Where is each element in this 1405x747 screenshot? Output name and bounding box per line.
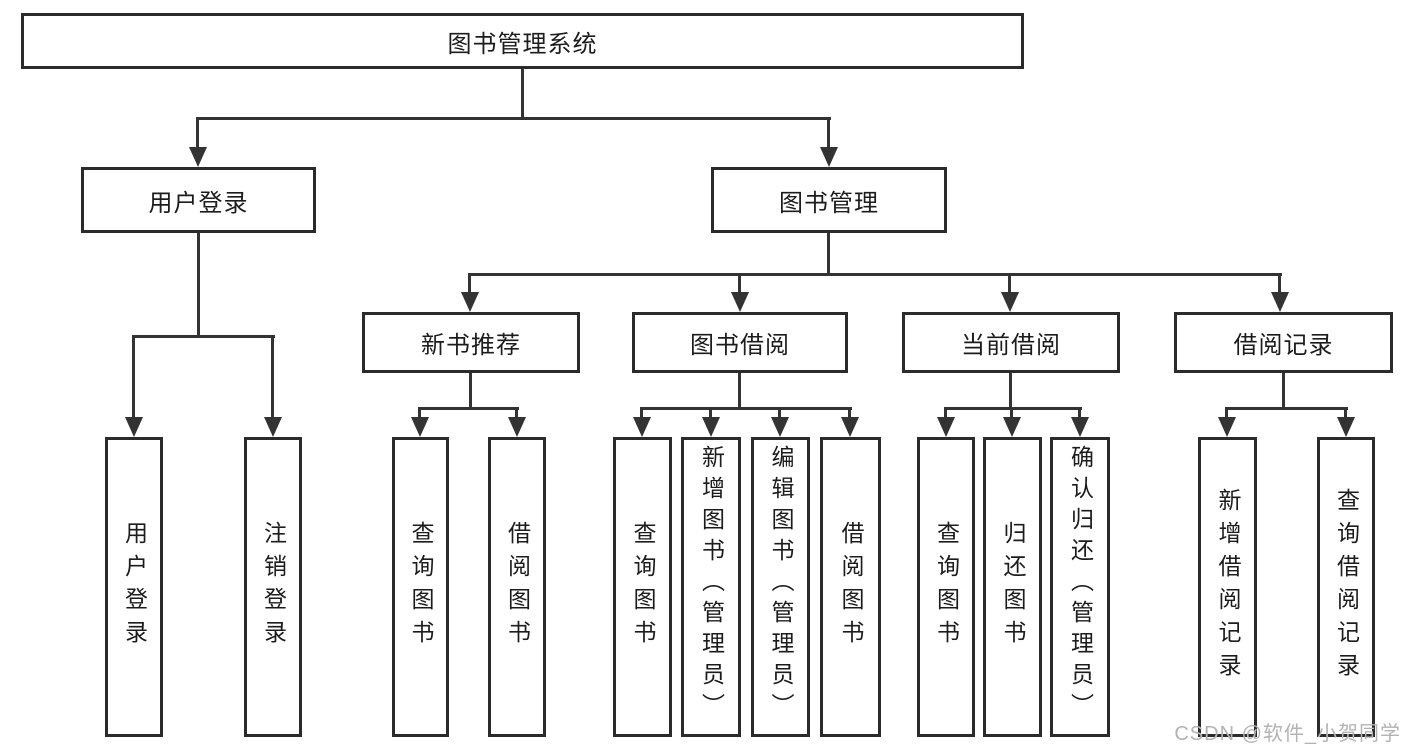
leaf-br-add-record-label: 新增借阅记录 <box>1215 488 1241 686</box>
arrow-to-book-mgmt-icon <box>827 117 830 147</box>
leaf-bb-borrow-books-label: 借阅图书 <box>838 521 864 653</box>
connector-records-stem <box>1282 373 1285 407</box>
arrow-to-user-login-icon <box>196 117 199 147</box>
node-borrow-records-label: 借阅记录 <box>1233 332 1334 359</box>
arrow-to-bb-edit-icon <box>778 407 781 417</box>
csdn-watermark: CSDN @软件_小贺同学 <box>1174 723 1401 745</box>
connector-current-stem <box>1009 373 1012 407</box>
arrow-to-bb-add-icon <box>709 407 712 417</box>
leaf-bb-edit-books-admin-label: 编辑图书（管理员） <box>768 445 794 724</box>
connector-root-rail <box>197 117 831 120</box>
arrow-to-borrow-records-icon <box>1278 273 1281 292</box>
leaf-cb-return-books-label: 归还图书 <box>1000 521 1026 653</box>
connector-login-stem <box>197 233 200 335</box>
leaf-br-query-record: 查询借阅记录 <box>1317 437 1375 737</box>
leaf-user-login-label: 用户登录 <box>121 521 148 653</box>
leaf-nb-query-books: 查询图书 <box>392 437 449 737</box>
leaf-cb-return-books: 归还图书 <box>983 437 1042 737</box>
node-book-borrow-label: 图书借阅 <box>690 332 790 359</box>
connector-current-rail <box>945 407 1082 410</box>
node-book-mgmt-label: 图书管理 <box>779 189 879 217</box>
node-new-book-recommend-label: 新书推荐 <box>421 332 521 359</box>
node-new-book-recommend: 新书推荐 <box>362 312 580 373</box>
arrow-to-br-add-icon <box>1225 407 1228 417</box>
arrow-to-cb-query-icon <box>944 407 947 417</box>
connector-mgmt-stem <box>827 233 830 273</box>
leaf-bb-add-books-admin-label: 新增图书（管理员） <box>698 445 725 724</box>
leaf-bb-query-books: 查询图书 <box>613 437 672 737</box>
arrow-to-cb-confirm-icon <box>1078 407 1081 417</box>
node-current-borrow: 当前借阅 <box>902 312 1120 373</box>
node-book-mgmt: 图书管理 <box>711 167 947 233</box>
leaf-br-add-record: 新增借阅记录 <box>1198 437 1257 737</box>
connector-borrow-stem <box>738 373 741 407</box>
leaf-bb-borrow-books: 借阅图书 <box>820 437 881 737</box>
leaf-nb-borrow-books-label: 借阅图书 <box>504 521 531 653</box>
connector-login-rail <box>133 335 275 338</box>
arrow-to-nb-query-icon <box>418 407 421 417</box>
connector-borrow-rail <box>641 407 852 410</box>
node-borrow-records: 借阅记录 <box>1174 312 1393 373</box>
connector-newbook-stem <box>469 373 472 407</box>
arrow-to-cb-return-icon <box>1010 407 1013 417</box>
arrow-to-bb-query-icon <box>640 407 643 417</box>
node-book-borrow: 图书借阅 <box>632 312 848 373</box>
leaf-user-login: 用户登录 <box>105 437 163 737</box>
leaf-bb-query-books-label: 查询图书 <box>630 521 656 653</box>
leaf-cb-confirm-return-admin-label: 确认归还（管理员） <box>1067 445 1094 724</box>
connector-newbook-rail <box>419 407 519 410</box>
leaf-cb-confirm-return-admin: 确认归还（管理员） <box>1050 437 1110 737</box>
connector-root-stem <box>521 69 524 117</box>
node-root-label: 图书管理系统 <box>447 30 598 58</box>
node-current-borrow-label: 当前借阅 <box>961 332 1061 359</box>
leaf-br-query-record-label: 查询借阅记录 <box>1333 488 1360 686</box>
arrow-to-current-borrow-icon <box>1008 273 1011 292</box>
arrow-to-new-book-icon <box>468 273 471 292</box>
node-root: 图书管理系统 <box>21 13 1024 69</box>
arrow-to-leaf-logout-icon <box>271 335 274 417</box>
connector-mgmt-rail <box>469 273 1282 276</box>
leaf-cb-query-books: 查询图书 <box>917 437 975 737</box>
arrow-to-nb-borrow-icon <box>515 407 518 417</box>
leaf-cb-query-books-label: 查询图书 <box>933 521 960 653</box>
leaf-bb-add-books-admin: 新增图书（管理员） <box>681 437 741 737</box>
leaf-bb-edit-books-admin: 编辑图书（管理员） <box>751 437 810 737</box>
node-user-login: 用户登录 <box>81 167 316 233</box>
arrow-to-book-borrow-icon <box>738 273 741 292</box>
arrow-to-bb-borrow-icon <box>848 407 851 417</box>
leaf-nb-borrow-books: 借阅图书 <box>488 437 546 737</box>
connector-records-rail <box>1226 407 1348 410</box>
leaf-nb-query-books-label: 查询图书 <box>408 521 434 653</box>
leaf-logout: 注销登录 <box>244 437 302 737</box>
arrow-to-leaf-user-login-icon <box>132 335 135 417</box>
node-user-login-label: 用户登录 <box>148 189 249 217</box>
leaf-logout-label: 注销登录 <box>260 521 287 653</box>
arrow-to-br-query-icon <box>1344 407 1347 417</box>
